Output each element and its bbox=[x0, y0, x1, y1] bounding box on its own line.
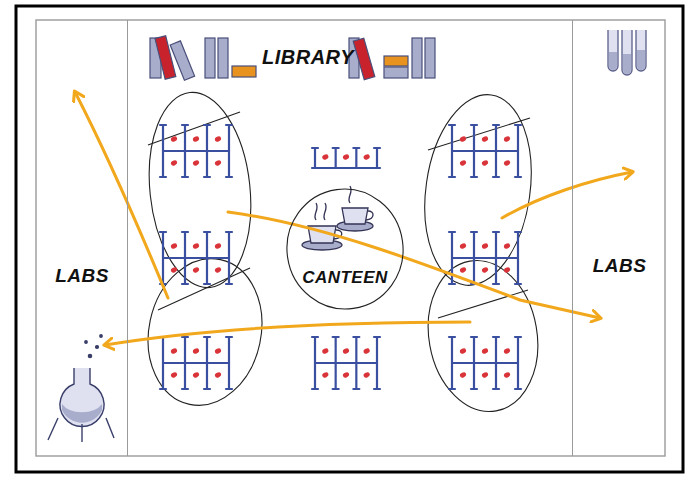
test-tubes bbox=[608, 30, 646, 75]
area-label: CANTEEN bbox=[302, 268, 388, 288]
sketch-border bbox=[36, 20, 665, 456]
coffee-cups bbox=[302, 186, 373, 250]
library-books bbox=[150, 36, 435, 80]
library-label: LIBRARY bbox=[262, 46, 354, 69]
area-label: LABS bbox=[593, 255, 647, 277]
canteen-area: CANTEEN bbox=[284, 186, 406, 312]
outer-frame bbox=[16, 6, 683, 472]
team-outlines bbox=[135, 87, 550, 420]
flask-symbol bbox=[48, 335, 114, 442]
canteen-outline bbox=[284, 186, 406, 312]
labs-panel: LABS bbox=[572, 20, 665, 456]
labs-panel: LABS bbox=[36, 20, 128, 456]
desk-clusters bbox=[160, 125, 521, 389]
movement-arrows bbox=[75, 92, 632, 345]
area-label: LABS bbox=[55, 265, 109, 287]
